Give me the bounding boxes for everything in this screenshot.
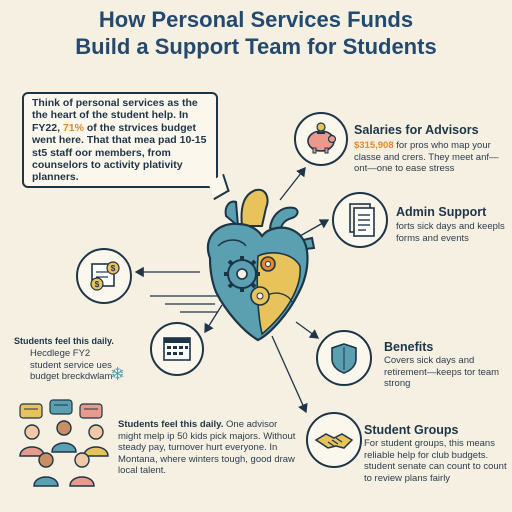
arrow-to-groups [271,335,308,414]
salaries-amount: $315,908 [354,140,394,151]
callout-highlight: 71% [62,121,84,134]
money-icon-circle: $ $ [76,248,132,304]
shield-icon [331,343,357,374]
snowflake-icon: ❄ [110,364,126,384]
svg-text:$: $ [95,280,100,289]
svg-text:$: $ [111,264,116,273]
title-line-1: How Personal Services Funds [98,7,414,32]
benefits-description: Covers sick days and retirement—keeps to… [384,355,500,389]
admin-icon-circle [332,192,388,248]
students-daily-heading-1: Students feel this daily. [14,336,114,346]
salaries-description: $315,908 for pros who map your classe an… [354,140,504,175]
arrow-to-salaries [279,166,306,201]
salaries-icon-circle [294,112,348,166]
groups-heading: Student Groups [364,423,459,437]
heart-gears-icon [206,188,316,342]
document-icon [349,203,375,237]
admin-description: forts sick days and keepls forms and eve… [396,221,505,244]
calendar-icon-circle [150,322,204,376]
callout-text-2: of the strvices budget went here. That t… [32,121,207,184]
money-receipt-icon: $ $ [90,261,120,291]
benefits-heading: Benefits [384,340,434,354]
groups-icon-circle [306,412,362,468]
intro-callout: Think of personal services as the the he… [22,92,218,188]
arrow-to-calendar [204,304,223,334]
salaries-heading: Salaries for Advisors [354,123,479,137]
title-line-2: Build a Support Team for Students [75,34,437,59]
piggy-bank-icon [307,122,337,154]
page-title: How Personal Services Funds Build a Supp… [0,6,512,60]
groups-description: For student groups, this means reliable … [364,438,507,484]
arrow-to-benefits [295,321,320,339]
calendar-icon [163,337,191,361]
students-group-icon [19,399,109,487]
salaries-text: for pros who map your classe and crers. … [354,140,499,174]
callout-text-1: Think of personal services as the the he… [32,97,198,134]
students-daily-text-1: Hecdlege FY2 student service ues budget … [30,348,113,382]
handshake-icon [314,433,354,449]
students-daily-block-2: Students feel this daily. One advisor mi… [118,419,300,477]
benefits-icon-circle [316,330,372,386]
students-daily-heading-2: Students feel this daily. [118,419,224,430]
students-daily-text-2: One advisor might melp ip 50 kids pick m… [118,419,296,476]
admin-heading: Admin Support [396,205,487,219]
arrow-to-admin [299,219,330,237]
